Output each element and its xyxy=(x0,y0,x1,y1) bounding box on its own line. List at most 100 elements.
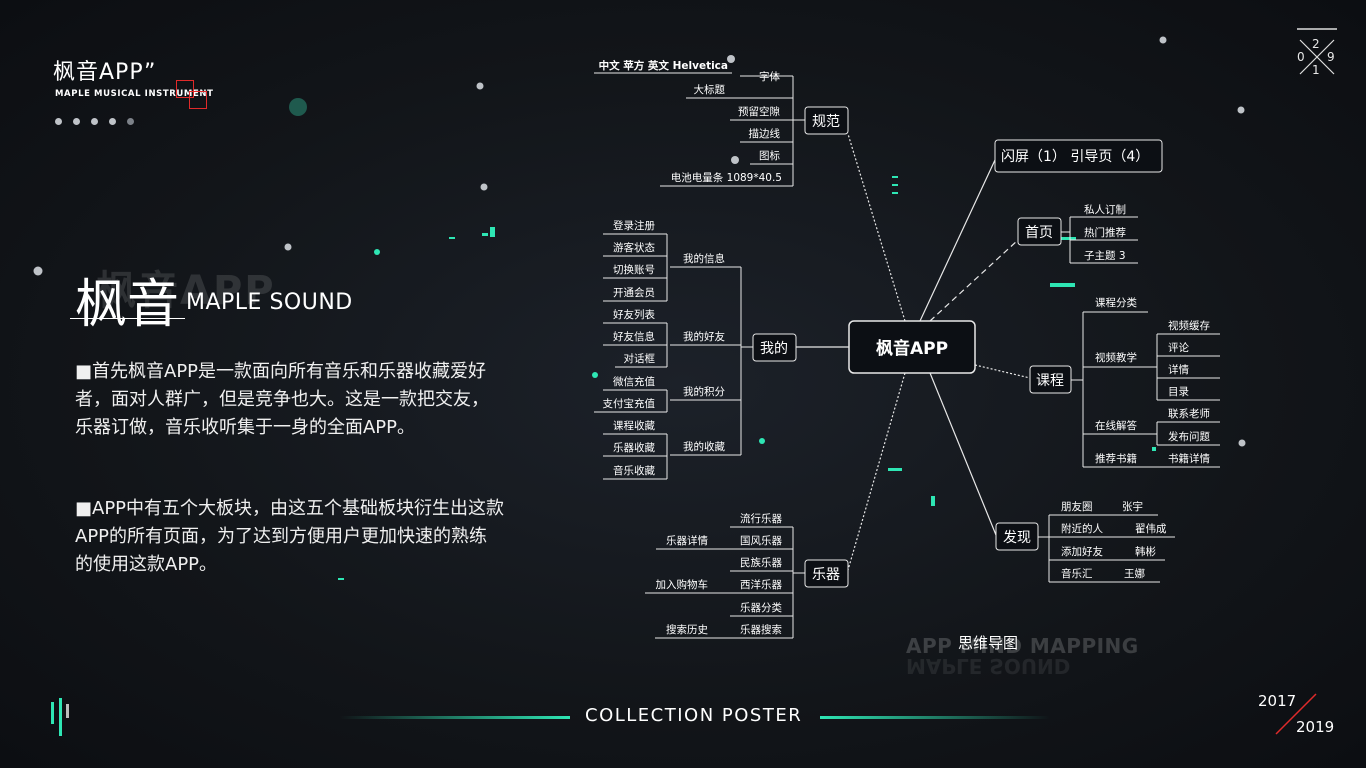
home-item: 私人订制 xyxy=(1084,203,1126,216)
instrument-item: 流行乐器 xyxy=(740,512,782,525)
branch-instrument-label: 乐器 xyxy=(812,567,840,583)
mine-info-item: 开通会员 xyxy=(613,286,655,299)
discover-item: 添加好友 xyxy=(1061,545,1103,558)
mine-group: 我的收藏 xyxy=(683,440,725,453)
course-item: 在线解答 xyxy=(1095,419,1137,432)
mine-points-item: 微信充值 xyxy=(613,375,655,388)
instrument-item: 西洋乐器 xyxy=(740,578,782,591)
instrument-item: 乐器分类 xyxy=(740,601,782,614)
guifan-lines xyxy=(594,72,805,187)
discover-person: 翟伟成 xyxy=(1135,522,1167,535)
instrument-lines xyxy=(645,526,805,639)
home-item: 子主题 3 xyxy=(1084,250,1126,262)
hero-ghost-text: 枫音APP xyxy=(96,268,276,314)
course-item: 推荐书籍 xyxy=(1095,452,1137,465)
instrument-item: 国风乐器 xyxy=(740,535,782,547)
guifan-item: 大标题 xyxy=(694,83,726,96)
mine-friend-item: 好友信息 xyxy=(613,330,655,343)
guifan-item: 图标 xyxy=(759,150,780,162)
corner-cross-icon xyxy=(1297,28,1337,75)
branch-guifan-label: 规范 xyxy=(812,113,840,130)
logo-square-icon-2 xyxy=(189,91,207,109)
branch-course-label: 课程 xyxy=(1036,373,1064,389)
mine-collect-item: 音乐收藏 xyxy=(613,464,655,477)
year-slash xyxy=(1275,693,1317,735)
instrument-extra: 乐器详情 xyxy=(666,534,708,547)
branch-splash xyxy=(994,139,1163,173)
mindmap-title: 思维导图 xyxy=(958,634,1019,652)
mine-points-item: 支付宝充值 xyxy=(603,397,656,410)
dot xyxy=(55,118,62,125)
brand-title: 枫音APP” xyxy=(53,60,157,85)
hero-title-en: MAPLE SOUND xyxy=(186,290,353,315)
footer-title: COLLECTION POSTER xyxy=(585,705,803,726)
year-start: 2017 xyxy=(1258,692,1297,710)
intro-paragraph-2: ■APP中有五个大板块，由这五个基础板块衍生出这款APP的所有页面，为了达到方便… xyxy=(75,498,505,575)
guifan-font-note: 中文 苹方 英文 Helvetica xyxy=(599,59,728,72)
hero-underline xyxy=(70,318,185,319)
discover-person: 韩彬 xyxy=(1135,545,1157,558)
mine-info-item: 切换账号 xyxy=(613,263,655,276)
course-answer-item: 联系老师 xyxy=(1168,407,1210,420)
course-answer-item: 发布问题 xyxy=(1168,430,1210,443)
corner-digit-top: 2 xyxy=(1312,37,1320,51)
hero-title-cn: 枫音 xyxy=(75,275,180,335)
discover-person: 张宇 xyxy=(1122,500,1143,513)
instrument-extra: 加入购物车 xyxy=(656,578,709,591)
home-item: 热门推荐 xyxy=(1084,226,1126,239)
instrument-extra: 搜索历史 xyxy=(666,623,708,636)
footer-line-left xyxy=(340,716,570,719)
logo-square-icon xyxy=(176,80,194,98)
discover-lines xyxy=(1038,514,1175,583)
course-item: 课程分类 xyxy=(1095,296,1137,309)
mine-friend-item: 对话框 xyxy=(624,352,656,365)
branch-mine-label: 我的 xyxy=(760,341,788,357)
mine-info-item: 游客状态 xyxy=(613,241,655,254)
mine-group: 我的积分 xyxy=(683,385,725,398)
mine-collect-item: 课程收藏 xyxy=(613,419,655,432)
brand-subtitle: MAPLE MUSICAL INSTRUMENT xyxy=(55,89,214,99)
corner-digit-right: 9 xyxy=(1327,50,1335,64)
guifan-items: 字体 大标题 预留空隙 描边线 图标 电池电量条 1089*40.5 中文 苹方… xyxy=(599,59,782,184)
course-video-item: 视频缓存 xyxy=(1168,319,1210,332)
guifan-item: 预留空隙 xyxy=(738,105,780,118)
course-video-item: 详情 xyxy=(1168,363,1190,376)
discover-person: 王娜 xyxy=(1124,567,1145,580)
dot xyxy=(109,118,116,125)
instrument-item: 乐器搜索 xyxy=(740,623,782,636)
mine-group: 我的信息 xyxy=(683,252,725,265)
guifan-item: 电池电量条 1089*40.5 xyxy=(671,171,782,184)
year-end: 2019 xyxy=(1296,718,1335,736)
guifan-item: 描边线 xyxy=(749,127,781,140)
branch-discover-label: 发现 xyxy=(1003,530,1031,546)
branch-splash-label: 闪屏（1） 引导页（4） xyxy=(1001,149,1149,165)
page-dots xyxy=(55,110,145,129)
mine-collect-item: 乐器收藏 xyxy=(613,441,655,454)
dot xyxy=(73,118,80,125)
instrument-item: 民族乐器 xyxy=(740,556,782,569)
course-item: 视频教学 xyxy=(1095,351,1137,364)
hub-label: 枫音APP xyxy=(876,338,948,359)
intro-paragraph-1: ■首先枫音APP是一款面向所有音乐和乐器收藏爱好者，面对人群广，但是竞争也大。这… xyxy=(75,361,489,438)
mine-lines xyxy=(594,233,753,480)
footer-line-right xyxy=(820,716,1050,719)
discover-item: 朋友圈 xyxy=(1061,500,1093,513)
course-book-item: 书籍详情 xyxy=(1168,452,1210,465)
course-lines xyxy=(1071,311,1220,468)
mine-items: 登录注册 游客状态 切换账号 开通会员 好友列表 好友信息 对话框 微信充值 支… xyxy=(603,219,656,477)
discover-item: 音乐汇 xyxy=(1061,567,1093,580)
dot xyxy=(127,118,134,125)
discover-item: 附近的人 xyxy=(1061,522,1103,535)
corner-digit-bottom: 1 xyxy=(1312,63,1320,77)
mine-friend-item: 好友列表 xyxy=(613,308,655,321)
bottom-left-bars xyxy=(51,698,69,736)
mine-group: 我的好友 xyxy=(683,330,725,343)
course-video-item: 目录 xyxy=(1168,386,1189,398)
guifan-item: 字体 xyxy=(759,70,780,83)
instrument-items: 流行乐器 国风乐器 民族乐器 西洋乐器 乐器分类 乐器搜索 乐器详情 加入购物车… xyxy=(656,512,783,636)
branch-home-label: 首页 xyxy=(1025,225,1053,241)
mine-info-item: 登录注册 xyxy=(613,219,655,232)
course-video-item: 评论 xyxy=(1168,341,1190,354)
mindmap-ghost-text: APP MIND MAPPING xyxy=(906,634,1139,658)
